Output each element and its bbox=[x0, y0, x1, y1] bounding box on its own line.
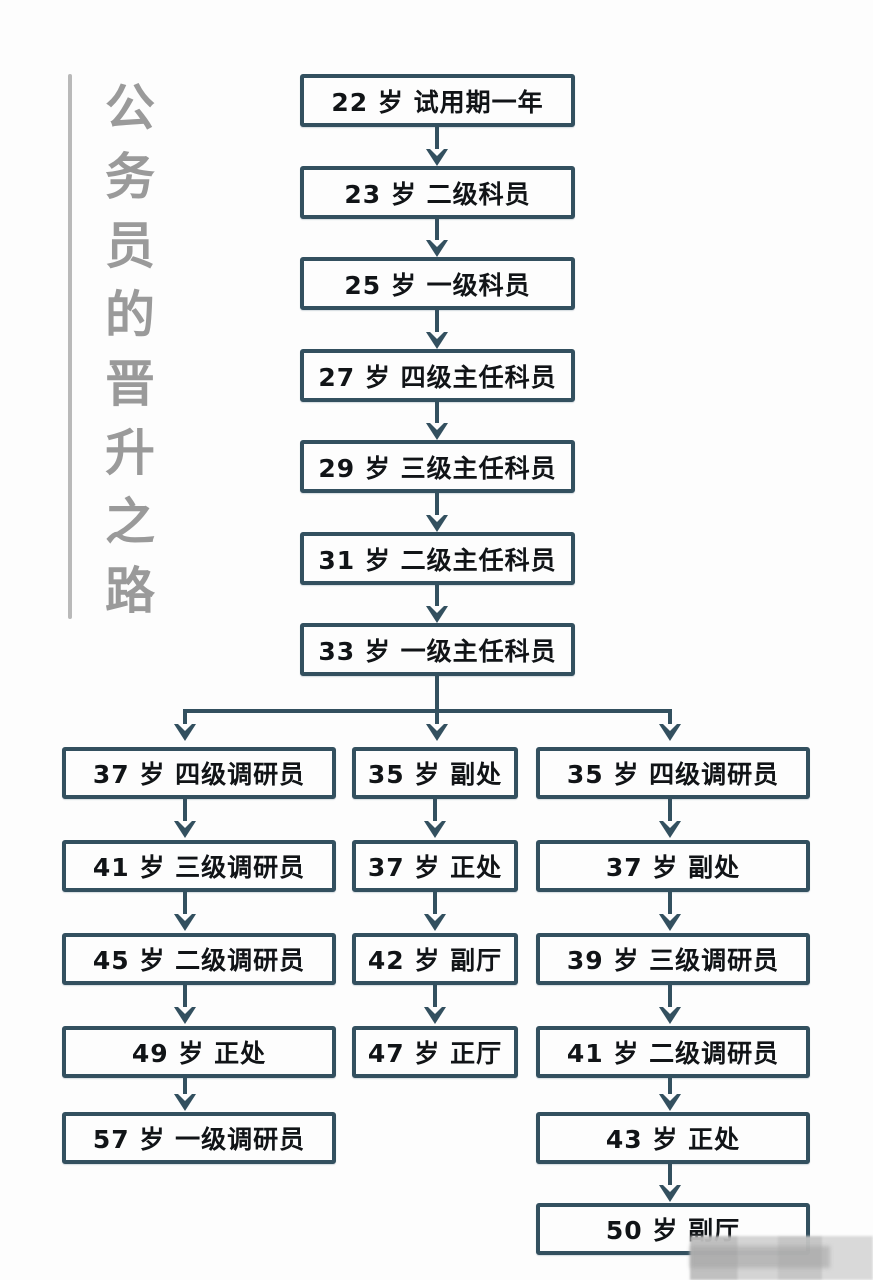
right-edge-4-arrow bbox=[659, 1094, 681, 1111]
left-track-node-3-label: 45 岁 二级调研员 bbox=[92, 946, 306, 975]
left-track-node-4-label: 49 岁 正处 bbox=[131, 1039, 267, 1068]
right-track-node-1: 35 岁 四级调研员 bbox=[536, 747, 810, 799]
trunk-edge-5-arrow bbox=[426, 515, 448, 532]
split-drop-left bbox=[183, 709, 187, 725]
trunk-edge-2-line bbox=[435, 219, 439, 242]
trunk-node-6-label: 31 岁 二级主任科员 bbox=[318, 545, 557, 575]
split-arrow-right bbox=[659, 724, 681, 741]
trunk-edge-6-arrow bbox=[426, 606, 448, 623]
trunk-edge-5-line bbox=[435, 493, 439, 516]
middle-edge-2-arrow bbox=[424, 914, 446, 931]
middle-edge-3-arrow bbox=[424, 1007, 446, 1024]
page-title: 公务员的晋升之路 bbox=[105, 79, 155, 620]
middle-track-node-1: 35 岁 副处 bbox=[352, 747, 518, 799]
trunk-edge-4-line bbox=[435, 402, 439, 424]
right-edge-1-line bbox=[668, 799, 672, 823]
right-edge-3-arrow bbox=[659, 1007, 681, 1024]
right-track-node-2-label: 37 岁 副处 bbox=[605, 853, 741, 882]
trunk-edge-3-arrow bbox=[426, 332, 448, 349]
left-edge-4-arrow bbox=[174, 1094, 196, 1111]
trunk-edge-2-arrow bbox=[426, 240, 448, 257]
middle-track-node-4: 47 岁 正厅 bbox=[352, 1026, 518, 1078]
left-track-node-5-label: 57 岁 一级调研员 bbox=[92, 1125, 306, 1154]
trunk-node-3-label: 25 岁 一级科员 bbox=[344, 270, 531, 300]
right-track-node-2: 37 岁 副处 bbox=[536, 840, 810, 892]
trunk-edge-3-line bbox=[435, 310, 439, 333]
left-edge-3-arrow bbox=[174, 1007, 196, 1024]
middle-track-node-1-label: 35 岁 副处 bbox=[367, 760, 503, 789]
trunk-node-7-label: 33 岁 一级主任科员 bbox=[318, 636, 557, 666]
split-drop-middle bbox=[435, 709, 439, 725]
trunk-node-4: 27 岁 四级主任科员 bbox=[300, 349, 575, 402]
split-drop-right bbox=[668, 709, 672, 725]
right-track-node-4: 41 岁 二级调研员 bbox=[536, 1026, 810, 1078]
right-track-node-1-label: 35 岁 四级调研员 bbox=[566, 760, 780, 789]
middle-track-node-3-label: 42 岁 副厅 bbox=[367, 946, 503, 975]
right-edge-5-line bbox=[668, 1164, 672, 1186]
left-track-node-2: 41 岁 三级调研员 bbox=[62, 840, 336, 892]
trunk-node-3: 25 岁 一级科员 bbox=[300, 257, 575, 310]
split-bus bbox=[183, 709, 672, 713]
left-track-node-1-label: 37 岁 四级调研员 bbox=[92, 760, 306, 789]
middle-track-node-3: 42 岁 副厅 bbox=[352, 933, 518, 985]
blurred-watermark-overlay-secondary bbox=[690, 1246, 830, 1268]
right-track-node-5-label: 43 岁 正处 bbox=[605, 1125, 741, 1154]
chart-title-block: 公务员的晋升之路 bbox=[68, 74, 188, 624]
middle-edge-2-line bbox=[433, 892, 437, 916]
right-track-node-3-label: 39 岁 三级调研员 bbox=[566, 946, 780, 975]
trunk-node-5-label: 29 岁 三级主任科员 bbox=[318, 453, 557, 483]
right-track-node-4-label: 41 岁 二级调研员 bbox=[566, 1039, 780, 1068]
left-track-node-4: 49 岁 正处 bbox=[62, 1026, 336, 1078]
right-track-node-6: 50 岁 副厅 bbox=[536, 1203, 810, 1255]
left-edge-1-arrow bbox=[174, 821, 196, 838]
right-edge-3-line bbox=[668, 985, 672, 1009]
title-rule-decoration bbox=[68, 74, 72, 619]
split-arrow-middle bbox=[426, 724, 448, 741]
split-stem bbox=[435, 676, 439, 713]
middle-edge-1-arrow bbox=[424, 821, 446, 838]
trunk-node-2: 23 岁 二级科员 bbox=[300, 166, 575, 219]
left-edge-2-arrow bbox=[174, 914, 196, 931]
trunk-edge-1-line bbox=[435, 127, 439, 151]
right-track-node-5: 43 岁 正处 bbox=[536, 1112, 810, 1164]
split-arrow-left bbox=[174, 724, 196, 741]
trunk-node-2-label: 23 岁 二级科员 bbox=[344, 179, 531, 209]
middle-edge-1-line bbox=[433, 799, 437, 823]
trunk-node-5: 29 岁 三级主任科员 bbox=[300, 440, 575, 493]
trunk-node-4-label: 27 岁 四级主任科员 bbox=[318, 362, 557, 392]
trunk-node-1: 22 岁 试用期一年 bbox=[300, 74, 575, 127]
trunk-node-6: 31 岁 二级主任科员 bbox=[300, 532, 575, 585]
left-track-node-2-label: 41 岁 三级调研员 bbox=[92, 853, 306, 882]
right-track-node-3: 39 岁 三级调研员 bbox=[536, 933, 810, 985]
trunk-edge-4-arrow bbox=[426, 423, 448, 440]
right-edge-2-line bbox=[668, 892, 672, 916]
left-track-node-1: 37 岁 四级调研员 bbox=[62, 747, 336, 799]
right-edge-1-arrow bbox=[659, 821, 681, 838]
middle-track-node-2: 37 岁 正处 bbox=[352, 840, 518, 892]
left-edge-3-line bbox=[183, 985, 187, 1009]
middle-track-node-4-label: 47 岁 正厅 bbox=[367, 1039, 503, 1068]
left-edge-2-line bbox=[183, 892, 187, 916]
trunk-node-1-label: 22 岁 试用期一年 bbox=[331, 87, 544, 117]
left-track-node-5: 57 岁 一级调研员 bbox=[62, 1112, 336, 1164]
middle-track-node-2-label: 37 岁 正处 bbox=[367, 853, 503, 882]
right-edge-4-line bbox=[668, 1078, 672, 1096]
trunk-edge-1-arrow bbox=[426, 149, 448, 166]
middle-edge-3-line bbox=[433, 985, 437, 1009]
left-track-node-3: 45 岁 二级调研员 bbox=[62, 933, 336, 985]
left-edge-1-line bbox=[183, 799, 187, 823]
right-edge-2-arrow bbox=[659, 914, 681, 931]
trunk-node-7: 33 岁 一级主任科员 bbox=[300, 623, 575, 676]
left-edge-4-line bbox=[183, 1078, 187, 1096]
trunk-edge-6-line bbox=[435, 585, 439, 607]
right-edge-5-arrow bbox=[659, 1185, 681, 1202]
